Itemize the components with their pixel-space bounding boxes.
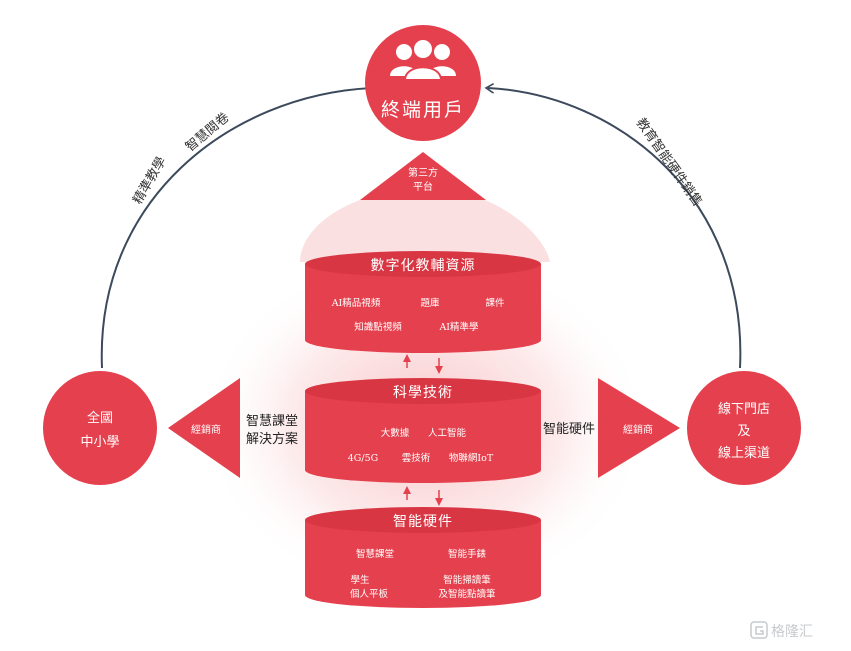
arc-label-hardware-sales: 教育智能硬件銷售 bbox=[633, 115, 706, 209]
top-node-label: 終端用戶 bbox=[381, 99, 465, 121]
watermark-text: 格隆汇 bbox=[771, 624, 813, 640]
tier3-title: 智能硬件 bbox=[393, 514, 453, 530]
tier2-item: 物聯網IoT bbox=[449, 452, 494, 464]
arc-label-precision-teaching: 精準教學 bbox=[130, 154, 170, 207]
right-arc-arrow bbox=[488, 88, 742, 369]
gelonghui-logo-icon bbox=[750, 621, 768, 639]
left-distributor-arrow: 經銷商 bbox=[168, 378, 240, 478]
left-node-schools: 全國 中小學 bbox=[43, 371, 157, 485]
left-solution-line1: 智慧課堂 bbox=[246, 413, 298, 429]
right-node-channels: 線下門店 及 線上渠道 bbox=[687, 371, 801, 485]
users-icon bbox=[390, 38, 456, 81]
left-node-line1: 全國 bbox=[87, 410, 113, 426]
tier3-item: 智能手錶 bbox=[448, 548, 487, 560]
left-distributor-label: 經銷商 bbox=[191, 423, 221, 436]
right-distributor-label: 經銷商 bbox=[623, 423, 653, 436]
left-arc-arrow bbox=[100, 88, 372, 369]
tier3-item: 個人平板 bbox=[350, 588, 389, 600]
right-distributor-arrow: 經銷商 bbox=[598, 378, 680, 478]
tier1-cylinder-digital-resources: 數字化教輔資源 AI精品視頻 題庫 課件 知識點視頻 AI精準學 bbox=[305, 251, 541, 353]
right-node-line1: 線下門店 bbox=[718, 401, 770, 417]
right-node-line2: 及 bbox=[737, 424, 750, 439]
third-party-line1: 第三方 bbox=[408, 166, 438, 179]
tier2-item: 雲技術 bbox=[402, 452, 431, 464]
left-solution-line2: 解決方案 bbox=[246, 431, 298, 447]
tier3-item: 智能掃讀筆 bbox=[443, 574, 491, 586]
tier3-cylinder-hardware: 智能硬件 智慧課堂 智能手錶 學生 個人平板 智能掃讀筆 及智能點讀筆 bbox=[305, 507, 541, 608]
left-node-line2: 中小學 bbox=[80, 435, 119, 450]
tier2-title: 科學技術 bbox=[393, 385, 453, 401]
tier3-item: 及智能點讀筆 bbox=[438, 588, 496, 600]
tier1-item: AI精準學 bbox=[438, 321, 478, 333]
tier2-cylinder-technology: 科學技術 大數據 人工智能 4G/5G 雲技術 物聯網IoT bbox=[305, 378, 541, 483]
right-node-line3: 線上渠道 bbox=[718, 445, 770, 461]
left-solution-label: 智慧課堂 解決方案 bbox=[246, 413, 298, 447]
tier1-title: 數字化教輔資源 bbox=[371, 258, 476, 274]
tier1-item: 知識點視頻 bbox=[354, 321, 402, 333]
arc-label-smart-grading: 智慧閱卷 bbox=[182, 109, 232, 155]
tier2-item: 大數據 bbox=[381, 427, 410, 439]
top-node-end-users: 終端用戶 bbox=[365, 25, 481, 141]
right-solution-label: 智能硬件 bbox=[543, 422, 595, 437]
tier2-item: 4G/5G bbox=[348, 453, 378, 464]
tier1-item: 課件 bbox=[485, 297, 505, 309]
tier1-item: 題庫 bbox=[420, 297, 440, 309]
tier1-item: AI精品視頻 bbox=[331, 297, 381, 309]
third-party-line2: 平台 bbox=[413, 180, 433, 193]
tier3-item: 學生 bbox=[350, 574, 370, 586]
tier3-item: 智慧課堂 bbox=[356, 548, 394, 560]
tier2-item: 人工智能 bbox=[428, 427, 467, 439]
watermark: 格隆汇 bbox=[750, 621, 813, 640]
third-party-platform: 第三方 平台 bbox=[360, 152, 486, 200]
